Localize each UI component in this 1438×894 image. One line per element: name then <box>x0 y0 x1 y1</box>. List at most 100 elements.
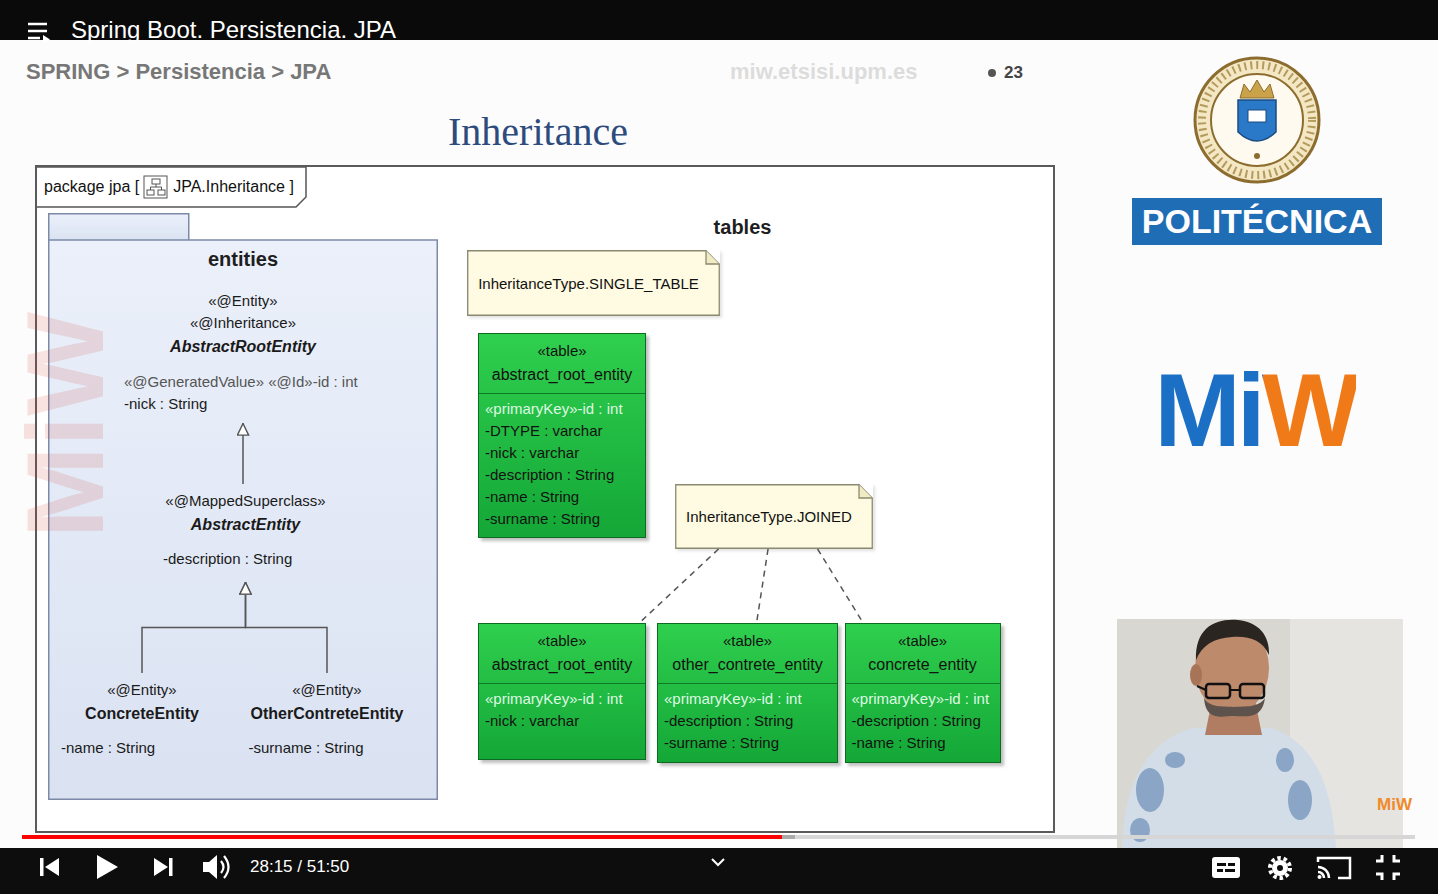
uml-package: InheritanceType.SINGLE_TABLE«table»abstr… <box>458 181 1027 800</box>
stereotype-label: «@Entity» <box>107 679 176 701</box>
player-controls <box>1217 869 1223 872</box>
breadcrumb: SPRING > Persistencia > JPA <box>26 59 331 85</box>
database-table: «table»abstract_root_entity«primaryKey»-… <box>478 623 646 760</box>
player-controls <box>45 858 59 876</box>
webcam-watermark-box: MiW <box>1377 795 1412 815</box>
column-row: -description : String <box>485 464 614 486</box>
player-controls <box>40 858 44 876</box>
page-bullet <box>988 69 996 77</box>
generalization-arrow <box>142 582 246 673</box>
webcam-view <box>1230 689 1240 691</box>
webcam-view <box>1136 768 1164 812</box>
attribute-row: -nick : String <box>124 393 207 415</box>
webcam-view <box>1276 748 1294 772</box>
database-table: «table»abstract_root_entity«primaryKey»-… <box>478 333 646 538</box>
uml-note: InheritanceType.SINGLE_TABLE <box>467 250 720 316</box>
miw-watermark: MiW <box>0 312 131 538</box>
diagram-icon <box>151 184 162 190</box>
university-logo-text: POLITÉCNICA <box>1132 198 1382 245</box>
diagram-icon <box>152 179 160 184</box>
attribute-compartment: «primaryKey»-id : int-description : Stri… <box>846 684 1000 762</box>
video-title-box: Spring Boot. Persistencia. JPA <box>71 16 396 45</box>
note-anchor-line <box>818 549 864 623</box>
webcam-view <box>1204 698 1265 717</box>
university-seal <box>1254 153 1260 159</box>
webcam-watermark: MiW <box>1377 795 1412 815</box>
site-watermark: miw.etsisi.upm.es <box>730 59 917 85</box>
column-row: -surname : String <box>485 508 600 530</box>
player-controls <box>154 858 168 876</box>
slide-ground <box>0 40 1438 848</box>
player-controls <box>1272 860 1288 876</box>
webcam-view <box>1196 620 1269 660</box>
package-name: entities <box>48 247 438 271</box>
university-seal <box>1202 65 1312 175</box>
player-controls <box>1228 863 1235 866</box>
player-controls <box>1394 855 1400 861</box>
playlist-icon <box>28 24 50 44</box>
player-controls <box>1225 869 1235 872</box>
attribute-row: -surname : String <box>249 737 364 759</box>
progress-bar <box>782 835 795 839</box>
frame-tab <box>37 167 306 207</box>
stereotype-label: «table» <box>898 630 947 652</box>
attribute-row: «@GeneratedValue» «@Id»-id : int <box>124 371 358 393</box>
page-number: 23 <box>1004 63 1023 83</box>
column-row: -description : String <box>852 710 981 732</box>
table-name: abstract_root_entity <box>492 652 633 678</box>
column-row: «primaryKey»-id : int <box>485 688 623 710</box>
database-table: «table»other_contrete_entity«primaryKey»… <box>657 623 838 763</box>
player-controls <box>1394 874 1400 880</box>
university-seal <box>1211 74 1303 166</box>
webcam-view <box>1197 686 1206 690</box>
generalization-arrow <box>242 423 244 484</box>
progress-bar <box>22 835 1415 839</box>
note-text: InheritanceType.SINGLE_TABLE <box>478 275 699 292</box>
playlist-icon <box>28 23 47 26</box>
class-name: OtherContreteEntity <box>251 701 404 727</box>
progress-bar <box>22 835 782 839</box>
column-row: -nick : varchar <box>485 710 579 732</box>
webcam-view <box>1117 619 1403 848</box>
note-anchor-line <box>757 549 769 623</box>
column-row: -DTYPE : varchar <box>485 420 603 442</box>
player-controls <box>1318 867 1329 878</box>
package-name: tables <box>458 215 1027 239</box>
class-name: AbstractEntity <box>191 512 300 538</box>
uml-note: InheritanceType.JOINED <box>675 484 873 549</box>
frame-label: package jpa [ <box>44 178 139 196</box>
webcam-view <box>1190 664 1202 686</box>
generalization-arrow <box>246 582 328 673</box>
attribute-row: -name : String <box>61 737 155 759</box>
university-seal <box>1238 100 1276 141</box>
note-anchor-line <box>639 549 718 623</box>
class-name: AbstractRootEntity <box>170 334 316 360</box>
diagram-icon <box>144 176 167 198</box>
stereotype-label: «table» <box>723 630 772 652</box>
column-row: -name : String <box>485 486 579 508</box>
header-compartment: «table»concrete_entity <box>846 624 1000 684</box>
database-table: «table»concrete_entity«primaryKey»-id : … <box>845 623 1001 763</box>
stereotype-label: «@Entity» <box>208 290 277 312</box>
webcam-view <box>1288 780 1312 820</box>
player-controls <box>1318 858 1350 878</box>
class-name: ConcreteEntity <box>85 701 199 727</box>
note-fold <box>859 485 872 498</box>
table-name: abstract_root_entity <box>492 362 633 388</box>
player-controls <box>1277 865 1283 871</box>
time-display: 28:15 / 51:50 <box>250 857 349 877</box>
player-controls <box>1376 874 1382 880</box>
note-outline <box>676 485 873 549</box>
university-seal <box>1248 110 1266 122</box>
column-row: «primaryKey»-id : int <box>852 688 990 710</box>
attribute-compartment: «primaryKey»-id : int-description : Stri… <box>658 684 837 762</box>
column-row: -name : String <box>852 732 946 754</box>
stereotype-label: «table» <box>537 340 586 362</box>
column-row: -nick : varchar <box>485 442 579 464</box>
site-watermark-box: miw.etsisi.upm.es <box>730 59 917 85</box>
playlist-icon <box>43 35 50 44</box>
attribute-compartment: «primaryKey»-id : int-nick : varchar <box>479 684 645 759</box>
player-controls <box>97 855 118 879</box>
header-compartment: «table»abstract_root_entity <box>479 334 645 394</box>
diagram-icon <box>158 190 165 195</box>
